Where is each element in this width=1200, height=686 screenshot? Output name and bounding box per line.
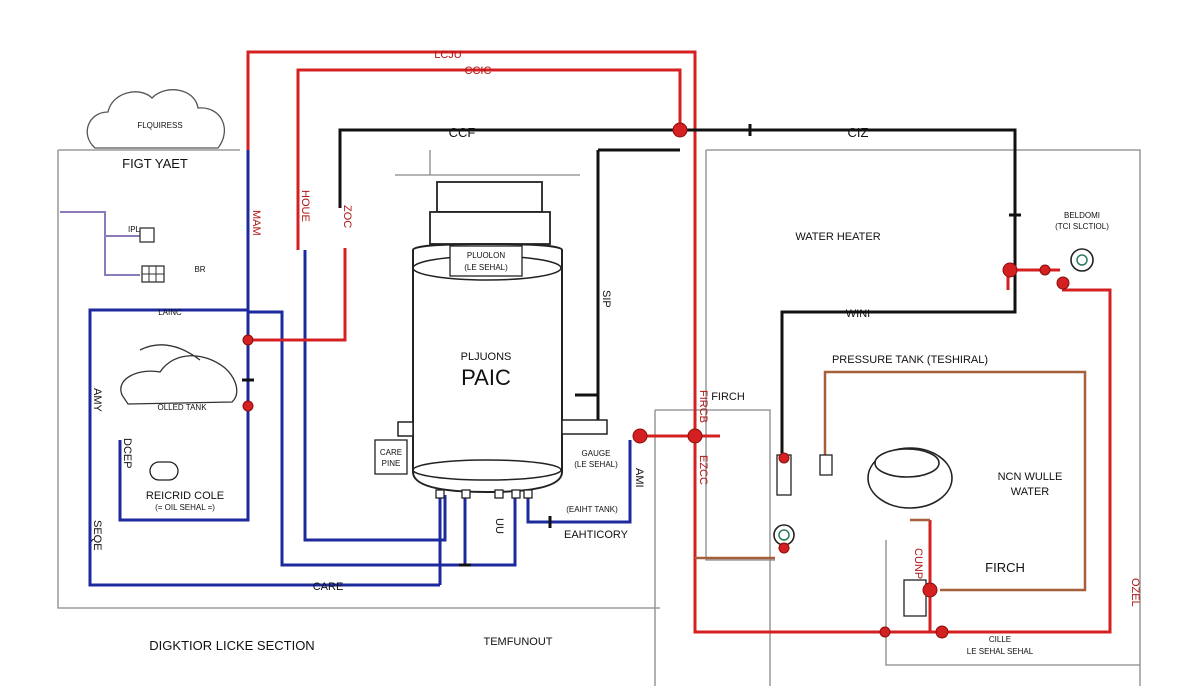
right-pump-icon	[1070, 248, 1094, 272]
label-firch-bottom: FIRCH	[985, 560, 1025, 575]
label-water-heater: WATER HEATER	[795, 231, 880, 243]
label-water: WATER	[1011, 486, 1050, 498]
label-tank-name-2: PAIC	[461, 365, 511, 390]
cloud-shape	[86, 89, 226, 149]
ncn-wulle-tank-top	[874, 448, 940, 478]
label-vert-ezcc: EZCC	[697, 455, 709, 485]
hot-pipes	[246, 50, 1112, 634]
label-vert-am2: AMI	[633, 468, 645, 488]
label-left-box-title: FIGT YAET	[122, 156, 188, 171]
label-firch-top: FIRCH	[711, 391, 745, 403]
label-temfunout: TEMFUNOUT	[483, 636, 552, 648]
valve-bottom-2	[935, 625, 949, 639]
bottom-device-box	[903, 579, 927, 617]
label-vert-dcep: DCEP	[121, 438, 133, 469]
label-gauge-1: GAUGE	[582, 449, 611, 458]
valve-left-lower	[242, 400, 254, 412]
label-top-black: CCF	[449, 125, 476, 140]
recrid-cole-icon	[149, 461, 179, 481]
label-care-pine-2: PINE	[382, 459, 401, 468]
label-vert-fircb: FIRCB	[697, 390, 709, 423]
label-vert-zoc: ZOC	[341, 205, 353, 228]
pressure-gauge-icon	[773, 524, 795, 546]
label-care-bottom: CARE	[313, 581, 344, 593]
pressure-switch-icon	[819, 454, 833, 476]
oil-tank-sketch	[120, 344, 238, 405]
cold-pipes	[88, 150, 632, 587]
label-small-br: BR	[194, 265, 205, 274]
label-eaiht-tank: (EAIHT TANK)	[566, 505, 618, 514]
valve-gauge	[778, 542, 790, 554]
pipe-ticks	[242, 124, 1021, 567]
valve-check	[778, 452, 790, 464]
label-vert-houe: HOUE	[299, 190, 311, 222]
label-vert-mam: MAM	[250, 210, 262, 236]
label-cloud: FLQUIRESS	[137, 121, 182, 130]
valve-mid-1	[632, 428, 648, 444]
label-vert-sip: SIP	[600, 290, 612, 308]
label-right-device-1: BELDOMI	[1064, 211, 1100, 220]
valve-right-2	[1039, 264, 1051, 276]
valve-right-3	[1056, 276, 1070, 290]
control-switch-icon	[139, 227, 155, 243]
label-vert-am: AMY	[91, 388, 103, 413]
label-top-right: CIZ	[848, 125, 869, 140]
control-panel-grid	[142, 266, 164, 282]
valve-left-upper	[242, 334, 254, 346]
valves	[242, 122, 1070, 639]
label-win: WINI	[846, 308, 870, 320]
label-vert-ozel: OZEL	[1129, 578, 1141, 607]
label-top-red: LCJU	[434, 49, 462, 61]
care-pine-box	[374, 439, 408, 475]
label-recrid-cole-1: REICRID COLE	[146, 490, 224, 502]
label-eahticory: EAHTICORY	[564, 529, 629, 541]
label-gauge-2: (LE SEHAL)	[574, 460, 618, 469]
label-small-ipl: IPL	[128, 225, 141, 234]
valve-right-1	[1002, 262, 1018, 278]
label-pressure-tank: PRESSURE TANK (TESHIRAL)	[832, 354, 988, 366]
label-right-device-2: (TCI SLCTIOL)	[1055, 222, 1109, 231]
label-top-red-2: CCIC	[465, 65, 492, 77]
label-tank-plate-2: (LE SEHAL)	[464, 263, 508, 272]
label-olled-tank: OLLED TANK	[157, 403, 207, 412]
label-section: DIGKTIOR LICKE SECTION	[149, 638, 314, 653]
frames	[57, 149, 1141, 686]
valve-bottom-1	[922, 582, 938, 598]
valve-top	[672, 122, 688, 138]
label-bottom-small-2: LE SEHAL SEHAL	[967, 647, 1034, 656]
valve-bottom-3	[879, 626, 891, 638]
valve-mid-2	[687, 428, 703, 444]
label-small-la: LAINC	[158, 308, 182, 317]
label-vert-cunp: CUNP	[912, 548, 924, 579]
right-pump-dial	[1076, 254, 1088, 266]
label-tank-plate-1: PLUOLON	[467, 251, 505, 260]
brown-pipes	[695, 370, 1087, 592]
label-vert-seqe: SEQE	[91, 520, 103, 551]
label-vert-uu: UU	[493, 518, 505, 534]
main-tank	[397, 181, 608, 499]
label-tank-name-1: PLJUONS	[461, 351, 512, 363]
label-care-pine-1: CARE	[380, 448, 402, 457]
label-recrid-cole-2: (= OIL SEHAL =)	[155, 503, 215, 512]
pressure-gauge-dial	[778, 529, 790, 541]
control-wiring	[60, 211, 140, 276]
label-bottom-small-1: CILLE	[989, 635, 1011, 644]
label-ncn-wulle: NCN WULLE	[998, 471, 1063, 483]
